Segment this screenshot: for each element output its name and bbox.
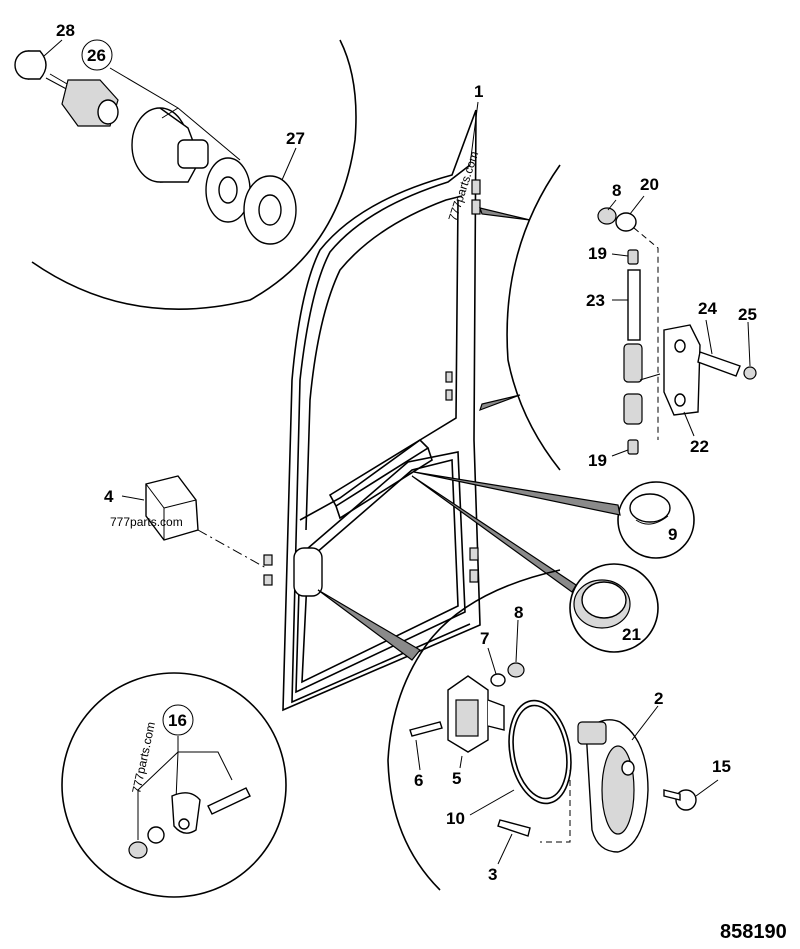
drawing-reference-number: 858190 [720,921,787,943]
callout-6: 6 [414,771,423,790]
callout-8-top: 8 [612,181,621,200]
callout-2: 2 [654,689,663,708]
callout-16: 16 [168,711,187,730]
callout-27: 27 [286,129,305,148]
callout-15: 15 [712,757,731,776]
callout-20: 20 [640,175,659,194]
callout-24: 24 [698,299,717,318]
callout-9: 9 [668,525,677,544]
callout-23: 23 [586,291,605,310]
detail-hinge [479,164,757,471]
watermark-cover: 777parts.com [110,515,183,529]
callout-21: 21 [622,625,641,644]
callout-28: 28 [56,21,75,40]
callout-3: 3 [488,865,497,884]
detail-plugs [411,471,695,653]
callout-4: 4 [104,487,114,506]
callout-25: 25 [738,305,757,324]
callout-labels: 28 26 27 1 8 20 19 23 24 25 22 19 4 9 21… [56,21,757,884]
detail-door-stop [14,39,357,310]
door-assembly [263,101,481,712]
watermarks: 777parts.com 777parts.com 777parts.com [110,149,481,794]
detail-lock [317,569,719,891]
callout-7: 7 [480,629,489,648]
callout-22: 22 [690,437,709,456]
part-cover [121,475,267,569]
callout-1: 1 [474,82,483,101]
callout-10: 10 [446,809,465,828]
callout-19-top: 19 [588,244,607,263]
callout-5: 5 [452,769,461,788]
detail-catch [61,672,287,898]
callout-26: 26 [87,46,106,65]
callout-8-bottom: 8 [514,603,523,622]
callout-19-bottom: 19 [588,451,607,470]
watermark-catch: 777parts.com [129,721,158,795]
